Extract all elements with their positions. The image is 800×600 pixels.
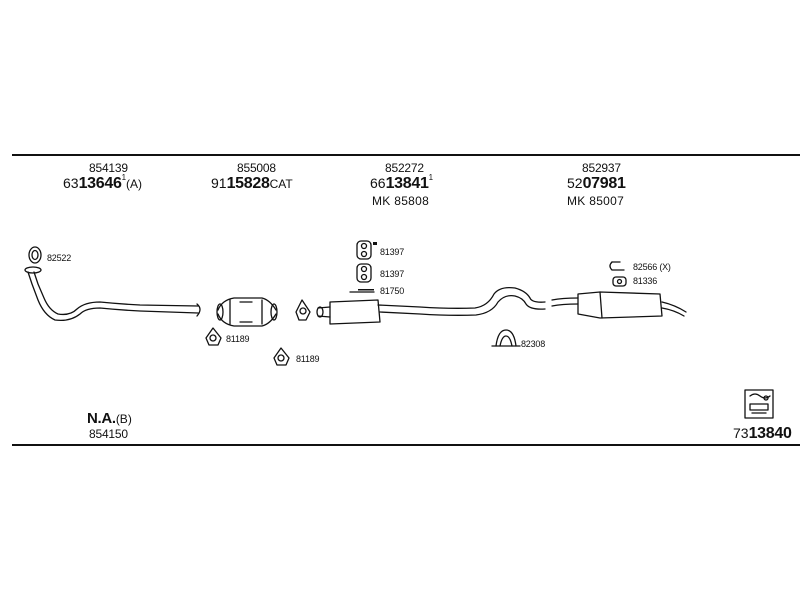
clamp-82566-icon <box>609 261 625 271</box>
part-3-ref: 852272 <box>385 161 424 175</box>
exhaust-kit-logo-icon <box>744 389 774 419</box>
part-3-number: 66138411 <box>370 173 434 192</box>
fitting-81397-a-label: 81397 <box>380 247 405 257</box>
part-2-ref: 855008 <box>237 161 276 175</box>
hanger-81336-icon <box>612 276 627 287</box>
fitting-81336-label: 81336 <box>633 276 658 286</box>
fitting-81750-label: 81750 <box>380 286 405 296</box>
part-1-number: 63136461(A) <box>63 173 143 192</box>
kit-number: 7313840 <box>733 425 792 442</box>
clamp-ring-82522-icon <box>28 246 42 264</box>
part-4-ref: 852937 <box>582 161 621 175</box>
fitting-81189-a-label: 81189 <box>226 334 250 344</box>
part-3-mk: MK 85808 <box>372 194 430 208</box>
catalytic-converter-icon <box>216 297 278 327</box>
fitting-82522-label: 82522 <box>47 253 72 263</box>
bottom-rule <box>12 444 800 446</box>
part-1-ref: 854139 <box>89 161 128 175</box>
rubber-hanger-81397-b-icon <box>356 263 372 283</box>
clamp-82308-icon <box>491 329 521 347</box>
rear-silencer-icon <box>551 291 687 319</box>
fitting-81397-b-label: 81397 <box>380 269 405 279</box>
flange-gasket-icon <box>295 299 311 321</box>
rubber-hanger-81397-a-icon <box>356 240 372 260</box>
fitting-82566-label: 82566 (X) <box>633 262 671 272</box>
top-rule <box>12 154 800 156</box>
fitting-81189-b-label: 81189 <box>296 354 320 364</box>
na-ref: 854150 <box>89 427 128 441</box>
middle-silencer-pipe-icon <box>316 286 546 325</box>
gasket-81189-a-icon <box>205 327 222 346</box>
gasket-81189-b-icon <box>273 347 290 366</box>
part-4-mk: MK 85007 <box>567 194 625 208</box>
front-pipe-icon <box>24 266 201 322</box>
part-4-number: 5207981 <box>567 175 626 192</box>
na-label: N.A.(B) <box>87 410 132 427</box>
part-2-number: 9115828CAT <box>211 175 293 192</box>
fitting-82308-label: 82308 <box>521 339 546 349</box>
